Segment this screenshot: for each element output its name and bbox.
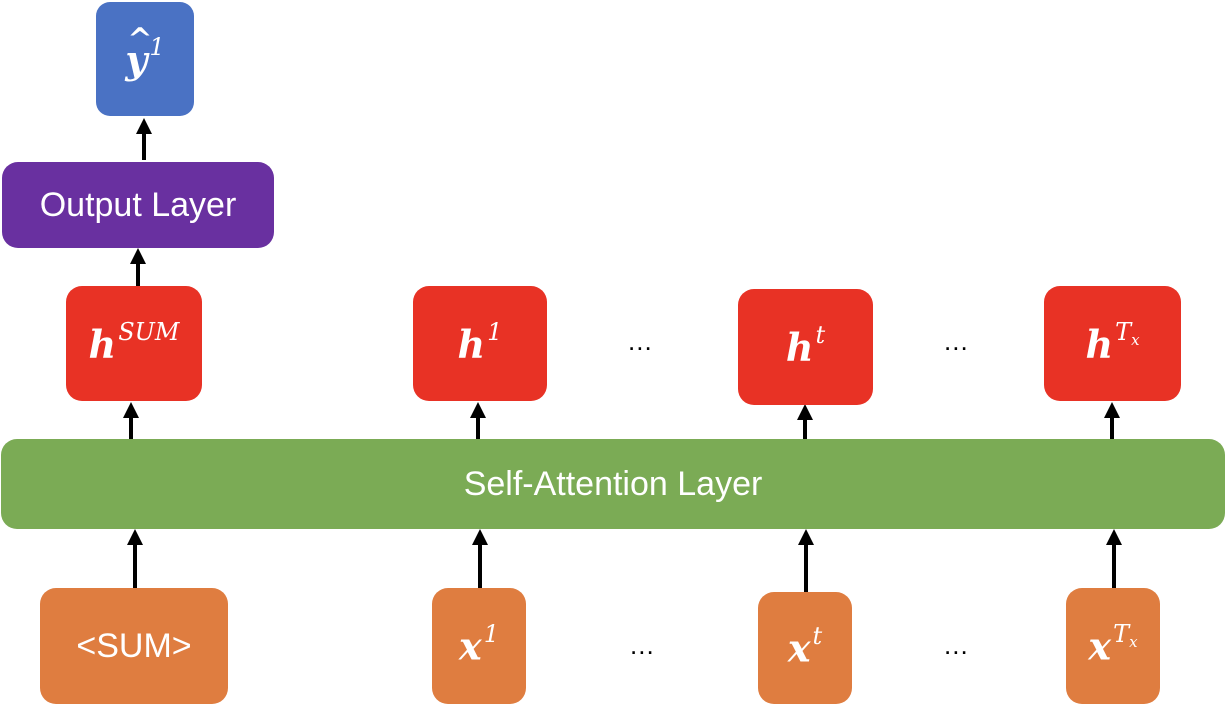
hidden-node-1: h1	[413, 286, 547, 401]
input-sum-label: <SUM>	[76, 626, 192, 665]
input-node-sum: <SUM>	[40, 588, 228, 704]
input-ellipsis-2: ...	[944, 630, 969, 660]
output-y-label: ^y1	[125, 21, 165, 82]
input-ellipsis-1: ...	[630, 630, 655, 660]
hidden-node-t: ht	[738, 289, 873, 405]
input-node-t: xt	[758, 592, 852, 704]
hidden-node-tx: hTx	[1044, 286, 1181, 401]
output-layer-label: Output Layer	[39, 185, 237, 224]
self-attention-label: Self-Attention Layer	[463, 464, 763, 503]
input-node-1: x1	[432, 588, 526, 704]
output-y-node: ^y1	[96, 2, 194, 116]
self-attention-layer: Self-Attention Layer	[1, 439, 1225, 529]
output-y-hat: ^	[127, 21, 153, 57]
hidden-ellipsis-1: ...	[628, 326, 653, 356]
input-node-tx: xTx	[1066, 588, 1160, 704]
hidden-node-sum: hSUM	[66, 286, 202, 401]
output-layer: Output Layer	[2, 162, 274, 248]
hidden-ellipsis-2: ...	[944, 326, 969, 356]
